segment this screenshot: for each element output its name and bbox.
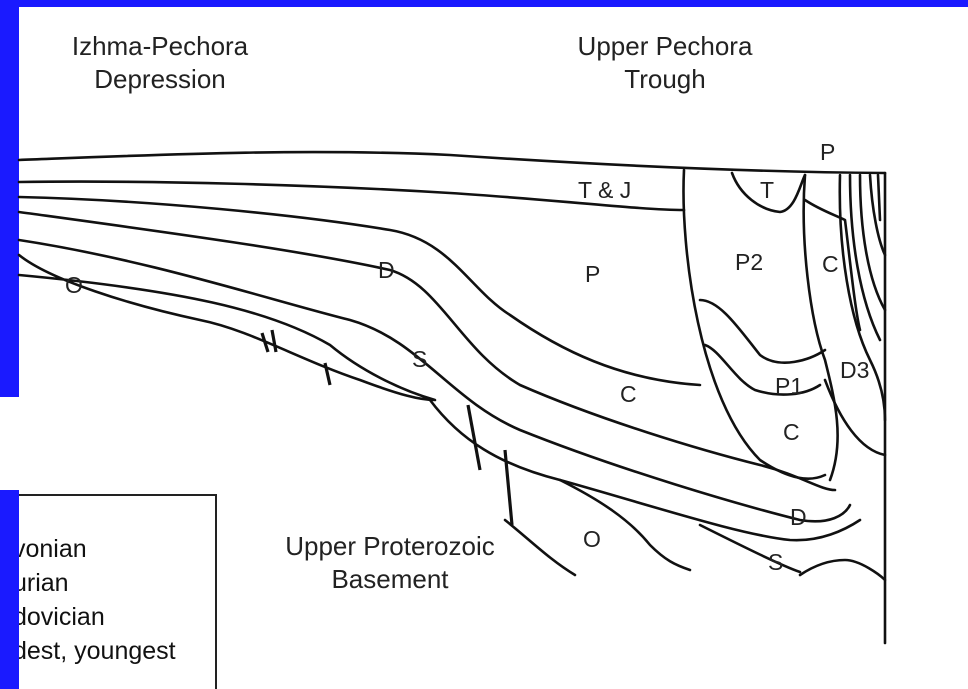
legend-item-ordovician: dovician <box>19 602 105 632</box>
unit-label-d3: D3 <box>840 357 869 383</box>
fold-p1-top <box>700 300 825 363</box>
unit-label-o-left: O <box>65 272 83 298</box>
unit-label-p2: P2 <box>735 249 763 275</box>
unit-label-c-lower: C <box>783 419 800 445</box>
unit-label-p-mid: P <box>585 261 600 287</box>
basement-line-2 <box>560 480 690 570</box>
fold-c-right-outer <box>804 175 838 480</box>
unit-label-tj: T & J <box>578 177 631 203</box>
fold-line-d <box>878 175 880 220</box>
unit-label-s-mid: S <box>412 346 427 372</box>
fault-line-1 <box>468 405 480 470</box>
legend-item-silurian: urian <box>19 568 69 598</box>
fault-tick-2 <box>272 330 276 352</box>
legend-box: vonian urian dovician dest, youngest <box>19 494 217 689</box>
unit-label-d-left: D <box>378 257 395 283</box>
unit-label-s-lower: S <box>768 549 783 575</box>
unit-label-p-top: P <box>820 139 835 165</box>
unit-label-d-lower: D <box>790 504 807 530</box>
unit-label-p1: P1 <box>775 373 803 399</box>
surface-line <box>19 152 885 173</box>
c-base-line <box>19 240 850 521</box>
unit-label-o-lower: O <box>583 526 601 552</box>
unit-label-c-mid: C <box>620 381 637 407</box>
fold-d3-lower <box>825 380 885 455</box>
basement-line-4 <box>800 560 885 580</box>
unit-label-c-right: C <box>822 251 839 277</box>
unit-label-t: T <box>760 177 774 203</box>
region-label-basement: Upper Proterozoic Basement <box>240 530 540 596</box>
fault-tick-3 <box>325 363 330 385</box>
legend-item-devonian: vonian <box>19 534 87 564</box>
legend-item-age-note: dest, youngest <box>19 636 176 666</box>
